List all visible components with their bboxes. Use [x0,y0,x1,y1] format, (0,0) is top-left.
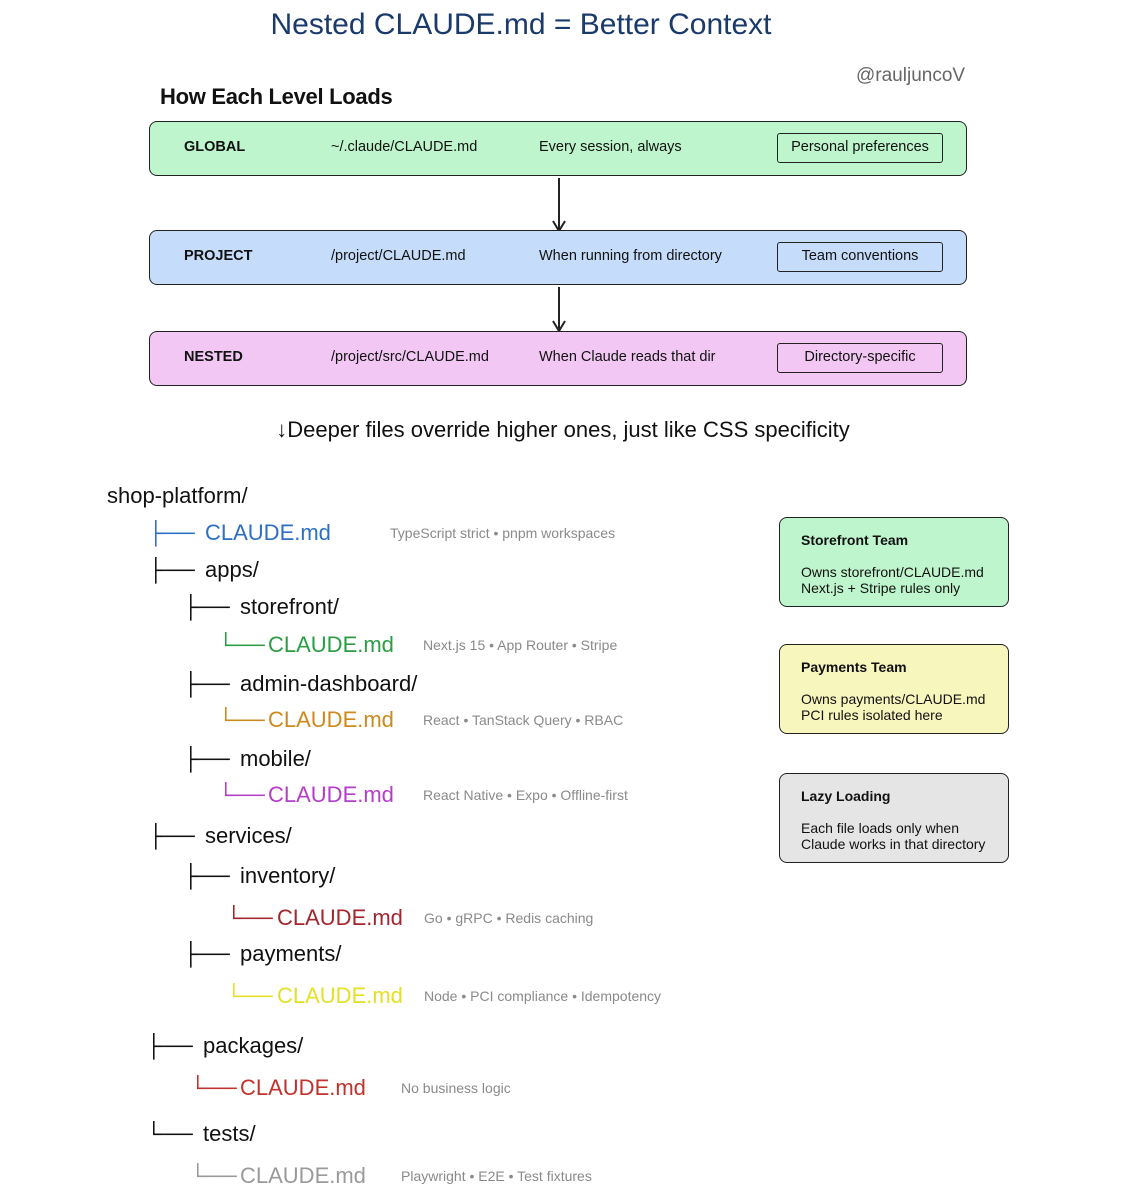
card-line: Next.js + Stripe rules only [801,580,961,596]
file-note-payments: Node • PCI compliance • Idempotency [424,988,662,1004]
tree-connector: └── [218,782,265,807]
card-title: Lazy Loading [801,788,891,804]
level-name: NESTED [184,349,243,365]
file-note-root: TypeScript strict • pnpm workspaces [390,525,616,541]
tree-connector: ├── [183,941,230,966]
level-when: When Claude reads that dir [539,349,716,365]
tree-file-mobile: CLAUDE.md [268,782,394,807]
card-line: Owns payments/CLAUDE.md [801,691,986,707]
level-when: Every session, always [539,139,682,155]
tree-dir-mobile: mobile/ [240,746,311,771]
tree-dir-apps: apps/ [205,557,259,582]
tree-dir-packages: packages/ [203,1033,304,1058]
level-path: /project/CLAUDE.md [331,248,466,264]
tree-connector: ├── [148,823,195,848]
tree-connector: ├── [148,557,195,582]
card-lazy-loading: Lazy Loading Each file loads only when C… [779,773,1009,863]
tree-file-tests: CLAUDE.md [240,1163,366,1188]
tree-dir-services: services/ [205,823,292,848]
file-note-inventory: Go • gRPC • Redis caching [424,910,594,926]
tree-connector: └── [190,1163,237,1188]
tree-root: shop-platform/ [107,483,248,508]
card-line: Each file loads only when [801,820,959,836]
tree-file-admin-dashboard: CLAUDE.md [268,707,394,732]
down-arrow-icon [552,287,566,332]
file-note-tests: Playwright • E2E • Test fixtures [401,1168,592,1184]
section-heading: How Each Level Loads [160,84,393,109]
tree-connector: └── [190,1075,237,1100]
card-title: Payments Team [801,659,907,675]
page-title: Nested CLAUDE.md = Better Context [270,8,772,41]
level-global-box: GLOBAL ~/.claude/CLAUDE.md Every session… [149,121,967,176]
tree-file-payments: CLAUDE.md [277,983,403,1008]
author-handle: @rauljuncoV [856,65,966,86]
level-tag: Directory-specific [777,343,943,373]
tree-connector: ├── [183,863,230,888]
file-note-storefront: Next.js 15 • App Router • Stripe [423,637,618,653]
tree-connector: ├── [183,671,230,696]
card-storefront-team: Storefront Team Owns storefront/CLAUDE.m… [779,517,1009,607]
level-nested-box: NESTED /project/src/CLAUDE.md When Claud… [149,331,967,386]
tree-connector: ├── [183,594,230,619]
level-project-box: PROJECT /project/CLAUDE.md When running … [149,230,967,285]
tree-file-storefront: CLAUDE.md [268,632,394,657]
tree-dir-inventory: inventory/ [240,863,336,888]
card-title: Storefront Team [801,532,909,548]
level-tag: Team conventions [777,242,943,272]
level-name: PROJECT [184,248,253,264]
level-when: When running from directory [539,248,722,264]
tree-dir-tests: tests/ [203,1121,256,1146]
tree-file-inventory: CLAUDE.md [277,905,403,930]
tree-connector: ├── [183,746,230,771]
tree-connector: └── [218,707,265,732]
tree-connector: └── [146,1121,193,1146]
tree-connector: ├── [146,1033,193,1058]
card-payments-team: Payments Team Owns payments/CLAUDE.md PC… [779,644,1009,734]
tree-connector: └── [226,905,273,930]
tree-dir-storefront: storefront/ [240,594,340,619]
file-note-packages: No business logic [401,1080,511,1096]
tree-connector: ├── [148,520,195,545]
tree-connector: └── [226,983,273,1008]
tree-dir-admin-dashboard: admin-dashboard/ [240,671,418,696]
level-path: /project/src/CLAUDE.md [331,349,489,365]
file-note-admin-dashboard: React • TanStack Query • RBAC [423,712,624,728]
down-arrow-icon [552,178,566,232]
card-line: Claude works in that directory [801,836,986,852]
level-name: GLOBAL [184,139,246,155]
tree-dir-payments: payments/ [240,941,342,966]
card-line: Owns storefront/CLAUDE.md [801,564,984,580]
file-note-mobile: React Native • Expo • Offline-first [423,787,628,803]
tree-connector: └── [218,632,265,657]
level-path: ~/.claude/CLAUDE.md [331,139,478,155]
card-line: PCI rules isolated here [801,707,943,723]
cascade-note: ↓Deeper files override higher ones, just… [276,417,850,442]
tree-file-root: CLAUDE.md [205,520,331,545]
tree-file-packages: CLAUDE.md [240,1075,366,1100]
level-tag: Personal preferences [777,133,943,163]
